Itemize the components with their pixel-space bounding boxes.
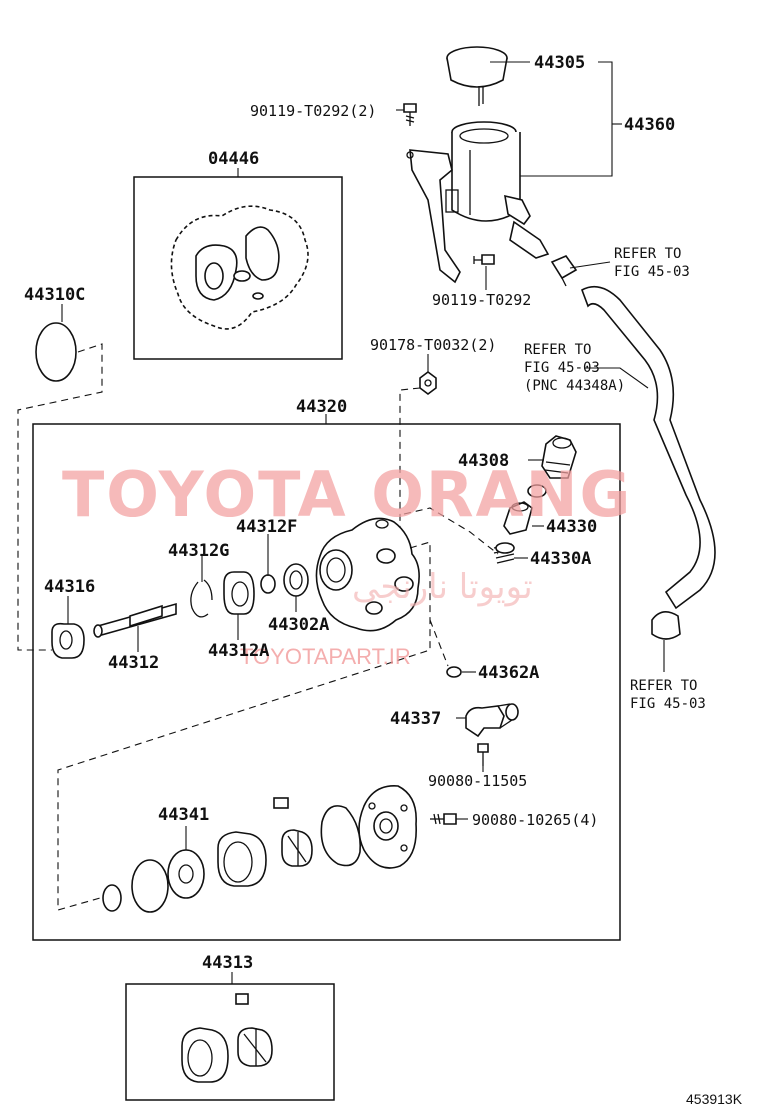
label-90178-t0032: 90178-T0032(2) <box>370 336 496 354</box>
label-90080-11505: 90080-11505 <box>428 772 527 790</box>
bolt-90119-upper <box>403 103 417 126</box>
shaft-44312 <box>93 602 177 638</box>
return-hose <box>581 285 716 610</box>
ring-44312f <box>260 574 276 594</box>
oil-seal-44302a <box>283 563 309 597</box>
label-04446: 04446 <box>208 149 259 169</box>
refer-note-2-line2[interactable]: FIG 45-03 <box>524 360 600 376</box>
label-44316: 44316 <box>44 577 95 597</box>
kit-44313-parts <box>181 993 273 1083</box>
label-44305: 44305 <box>534 53 585 73</box>
flow-control-valve <box>541 435 577 479</box>
hose-clamp-upper <box>550 255 578 287</box>
union-44337 <box>465 703 519 738</box>
refer-note-3-line2[interactable]: FIG 45-03 <box>630 696 706 712</box>
label-44320: 44320 <box>296 397 347 417</box>
label-44312a: 44312A <box>208 641 269 661</box>
leader-lines <box>61 61 665 984</box>
bolt-90080-10265 <box>430 813 457 825</box>
label-90080-10265: 90080-10265(4) <box>472 811 598 829</box>
side-plate-44341 <box>167 849 205 899</box>
label-44302a: 44302A <box>268 615 329 635</box>
o-ring-44310c <box>35 322 77 382</box>
spring-44330a <box>493 542 515 564</box>
label-44341: 44341 <box>158 805 209 825</box>
o-ring-44362a <box>446 666 462 678</box>
refer-note-3-line1[interactable]: REFER TO <box>630 678 697 694</box>
label-90119-t0292-2: 90119-T0292(2) <box>250 102 376 120</box>
refer-note-2-line1[interactable]: REFER TO <box>524 342 591 358</box>
label-44312: 44312 <box>108 653 159 673</box>
label-44310c: 44310C <box>24 285 85 305</box>
refer-note-1-line2[interactable]: FIG 45-03 <box>614 264 690 280</box>
bolt-90119-lower <box>473 254 495 265</box>
pump-body <box>315 517 420 632</box>
label-44330: 44330 <box>546 517 597 537</box>
repair-kit-box <box>125 983 335 1101</box>
diagram-code: 453913K <box>686 1091 743 1107</box>
vane <box>273 797 289 809</box>
bolt-90080-11505 <box>477 743 489 766</box>
watermark-url: TOYOTAPART.IR <box>240 644 411 669</box>
bearing-44312a <box>223 571 255 615</box>
housing-gasket <box>320 805 362 867</box>
valve-44330 <box>503 501 533 535</box>
reservoir-cap <box>446 46 508 106</box>
cam-ring <box>217 831 267 887</box>
label-44360: 44360 <box>624 115 675 135</box>
hose-clamp-lower <box>651 611 681 640</box>
gasket-kit-parts <box>170 205 309 330</box>
rotor <box>281 829 313 867</box>
watermark-brand-fa: تویوتا نارنجی <box>352 567 533 607</box>
label-44362a: 44362A <box>478 663 539 683</box>
label-44337: 44337 <box>390 709 441 729</box>
o-ring-44308 <box>527 484 547 498</box>
o-ring-small <box>102 884 122 912</box>
watermark-brand: TOYOTA ORANG <box>62 458 632 531</box>
o-ring-large <box>131 859 169 913</box>
label-44312f: 44312F <box>236 517 297 537</box>
pulley-44316 <box>51 622 85 659</box>
nut-90178 <box>419 371 437 395</box>
label-44308: 44308 <box>458 451 509 471</box>
label-44330a: 44330A <box>530 549 591 569</box>
label-44313: 44313 <box>202 953 253 973</box>
reservoir-tank <box>406 121 550 284</box>
rear-housing <box>358 785 417 869</box>
refer-note-2-line3[interactable]: (PNC 44348A) <box>524 378 625 394</box>
snap-ring-44312g <box>190 579 213 618</box>
label-90119-t0292: 90119-T0292 <box>432 291 531 309</box>
label-44312g: 44312G <box>168 541 229 561</box>
refer-note-1-line1[interactable]: REFER TO <box>614 246 681 262</box>
